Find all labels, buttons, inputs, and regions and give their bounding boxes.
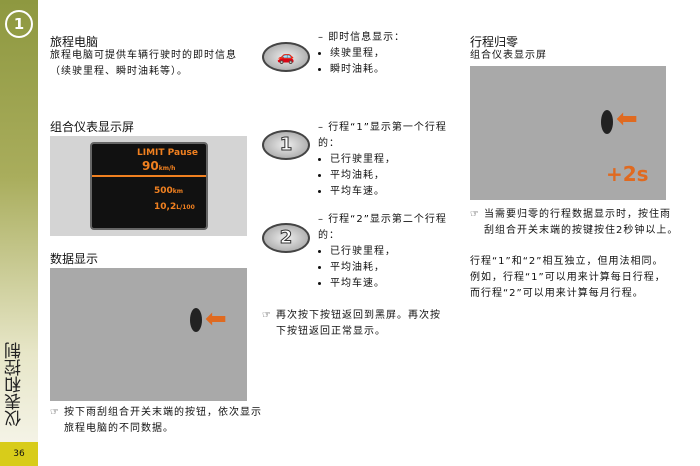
bullet: 平均油耗， <box>330 260 458 276</box>
bullet: 平均油耗， <box>330 168 458 184</box>
hand-icon: ☞ <box>262 310 272 321</box>
stalk-image: ⬅ <box>50 268 247 401</box>
note-text: 再次按下按钮返回到黑屏。再次按下按钮返回正常显示。 <box>276 310 441 337</box>
chapter-number: 1 <box>5 10 33 38</box>
hand-icon: ☞ <box>470 209 480 220</box>
bullet: 平均车速。 <box>330 184 458 200</box>
note-hold: ☞ 当需要归零的行程数据显示时，按住雨刮组合开关末端的按键按住2秒钟以上。 <box>470 207 680 239</box>
cluster-image: LIMIT Pause 90km/h 500km 10,2L/100 <box>50 136 247 236</box>
limit-text: LIMIT Pause <box>137 148 198 158</box>
note-text: 按下雨刮组合开关末端的按钮，依次显示旅程电脑的不同数据。 <box>64 407 262 434</box>
bullet: 已行驶里程， <box>330 152 458 168</box>
subheading-display: 组合仪表显示屏 <box>470 50 547 61</box>
heading-display: 组合仪表显示屏 <box>50 120 135 134</box>
arrow-icon: ⬅ <box>616 104 638 134</box>
hold-2s-badge: +2s <box>606 162 649 186</box>
stalk-button <box>601 110 613 134</box>
item-trip-2: – 行程“2”显示第二个行程的：已行驶里程，平均油耗，平均车速。 <box>318 212 458 292</box>
note-press-button: ☞ 按下雨刮组合开关末端的按钮，依次显示旅程电脑的不同数据。 <box>50 405 264 437</box>
item-trip-1: – 行程“1”显示第一个行程的：已行驶里程，平均油耗，平均车速。 <box>318 120 458 200</box>
arrow-icon: ⬅ <box>205 304 227 334</box>
trip-2-icon: 2 <box>262 223 310 253</box>
cluster-screen: LIMIT Pause 90km/h 500km 10,2L/100 <box>90 142 208 230</box>
bullet: 瞬时油耗。 <box>330 62 458 78</box>
item-lead: 行程“1”显示第一个行程的： <box>318 122 447 149</box>
range-unit: km <box>172 188 184 195</box>
stalk-button <box>190 308 202 332</box>
heading-reset: 行程归零 <box>470 35 519 49</box>
consumption-value: 10,2 <box>154 202 177 212</box>
speed-value: 90 <box>142 159 159 173</box>
heading-trip-computer: 旅程电脑 <box>50 35 99 49</box>
item-lead: 即时信息显示： <box>328 32 406 43</box>
car-icon: 🚗 <box>262 42 310 72</box>
section-title: 仪表和控制 <box>5 342 25 428</box>
intro-text: 旅程电脑可提供车辆行驶时的即时信息（续驶里程、瞬时油耗等）。 <box>50 50 237 77</box>
note-return: ☞ 再次按下按钮返回到黑屏。再次按下按钮返回正常显示。 <box>262 308 446 340</box>
bullet: 平均车速。 <box>330 276 458 292</box>
note-text: 当需要归零的行程数据显示时，按住雨刮组合开关末端的按键按住2秒钟以上。 <box>484 209 679 236</box>
item-lead: 行程“2”显示第二个行程的： <box>318 214 447 241</box>
trip-1-icon: 1 <box>262 130 310 160</box>
chapter-sidebar: 1 仪表和控制 <box>0 0 38 442</box>
page-number: 36 <box>0 442 38 466</box>
trip-independence-text: 行程“1”和“2”相互独立，但用法相同。例如，行程“1”可以用来计算每日行程，而… <box>470 256 666 299</box>
hand-icon: ☞ <box>50 407 60 418</box>
reset-stalk-image: ⬅ +2s <box>470 66 666 200</box>
item-instant: – 即时信息显示：续驶里程，瞬时油耗。 <box>318 30 458 78</box>
bullet: 已行驶里程， <box>330 244 458 260</box>
consumption-unit: L/100 <box>176 204 195 211</box>
range-value: 500 <box>154 186 173 196</box>
bullet: 续驶里程， <box>330 46 458 62</box>
speed-unit: km/h <box>158 165 176 172</box>
heading-data-display: 数据显示 <box>50 252 99 266</box>
